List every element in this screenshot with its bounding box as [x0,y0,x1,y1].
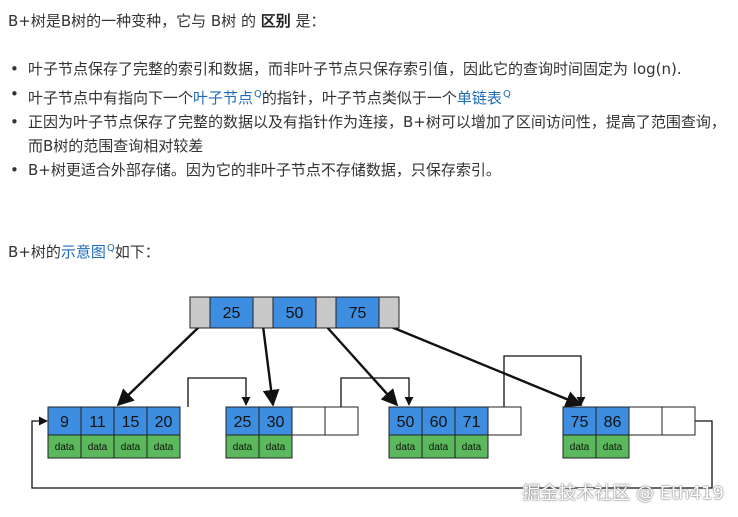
leaf-node-link[interactable]: 叶子节点 [193,88,254,107]
list-item: B+树更适合外部存储。因为它的非叶子节点不存储数据，只保存索引。 [8,159,728,183]
leaf-key-cell [258,406,293,436]
leaf-data-label: data [121,442,141,453]
leaf-key-cell [47,406,82,436]
difference-list: 叶子节点保存了完整的索引和数据，而非叶子节点只保存索引值，因此它的查询时间固定为… [8,58,728,184]
leaf-key-label: 75 [571,414,589,431]
leaf-data-cell [258,434,293,459]
leaf-key-label: 50 [397,414,415,431]
root-pointer-cell [315,296,337,329]
root-key-label: 25 [223,305,241,322]
leaf-data-label: data [570,442,590,453]
leaf-empty-cell [628,406,663,436]
root-key-label: 75 [349,305,367,322]
list-item: 正因为叶子节点保存了完整的数据以及有指针作为连接，B+树可以增加了区间访问性，提… [8,111,728,158]
leaf-data-label: data [396,442,416,453]
intro-text: B+树是B树的一种变种，它与 B树 的 区别 是： [8,12,326,30]
leaf-data-cell [595,434,630,459]
search-icon: Q [254,88,262,100]
leaf-key-cell [454,406,489,436]
leaf-data-label: data [154,442,174,453]
root-pointer-cell [378,296,400,329]
leaf-data-label: data [266,442,286,453]
next-leaf-arrow [503,355,586,407]
leaf-key-cell [80,406,115,436]
root-child-arrow [388,324,583,408]
leaf-data-cell [146,434,181,459]
leaf-key-cell [562,406,597,436]
leaf-data-label: data [55,442,75,453]
diagram-caption: B+树的示意图Q如下： [8,243,160,261]
leaf-key-label: 60 [430,414,448,431]
intro-bold: 区别 [260,12,291,30]
list-item: 叶子节点保存了完整的索引和数据，而非叶子节点只保存索引值，因此它的查询时间固定为… [8,58,728,82]
root-child-arrow [116,325,201,407]
next-leaf-arrow [340,377,414,407]
leaf-key-cell [113,406,148,436]
next-leaf-arrow [187,377,251,407]
leaf-key-cell [146,406,181,436]
root-child-arrow [325,325,399,407]
diagram-link[interactable]: 示意图 [60,243,106,261]
root-key-cell [272,296,317,329]
leaf-data-label: data [429,442,449,453]
leaf-key-label: 20 [155,414,173,431]
leaf-empty-cell [324,406,359,436]
leaf-key-label: 11 [89,414,106,431]
leaf-data-label: data [603,442,623,453]
wrap-around-arrow [31,416,713,489]
tree-nodes: 25 50 75 9 data 11 data 15 data 20 data 25 data 30 dat… [47,296,696,459]
leaf-data-label: data [233,442,253,453]
leaf-empty-cell [487,406,522,436]
search-icon: Q [502,88,511,100]
linked-list-link[interactable]: 单链表 [456,88,502,107]
leaf-data-label: data [462,442,482,453]
leaf-key-label: 71 [463,414,481,431]
leaf-key-label: 30 [267,414,285,431]
root-child-arrow [261,325,280,407]
leaf-empty-cell [661,406,696,436]
root-key-cell [209,296,254,329]
leaf-empty-cell [291,406,326,436]
root-pointer-cell [189,296,211,329]
watermark: 掘金技术社区 @ Eth419 [522,483,724,504]
list-item: 叶子节点中有指向下一个叶子节点Q的指针，叶子节点类似于一个单链表Q [8,83,728,111]
leaf-key-cell [388,406,423,436]
leaf-key-label: 9 [60,414,69,431]
search-icon: Q [106,243,115,254]
leaf-key-label: 86 [604,414,622,431]
leaf-data-label: data [88,442,108,453]
root-key-label: 50 [286,305,304,322]
leaf-data-cell [454,434,489,459]
leaf-key-label: 15 [122,414,140,431]
root-pointer-cell [252,296,274,329]
leaf-key-label: 25 [234,414,252,431]
pointer-arrows [31,324,713,489]
